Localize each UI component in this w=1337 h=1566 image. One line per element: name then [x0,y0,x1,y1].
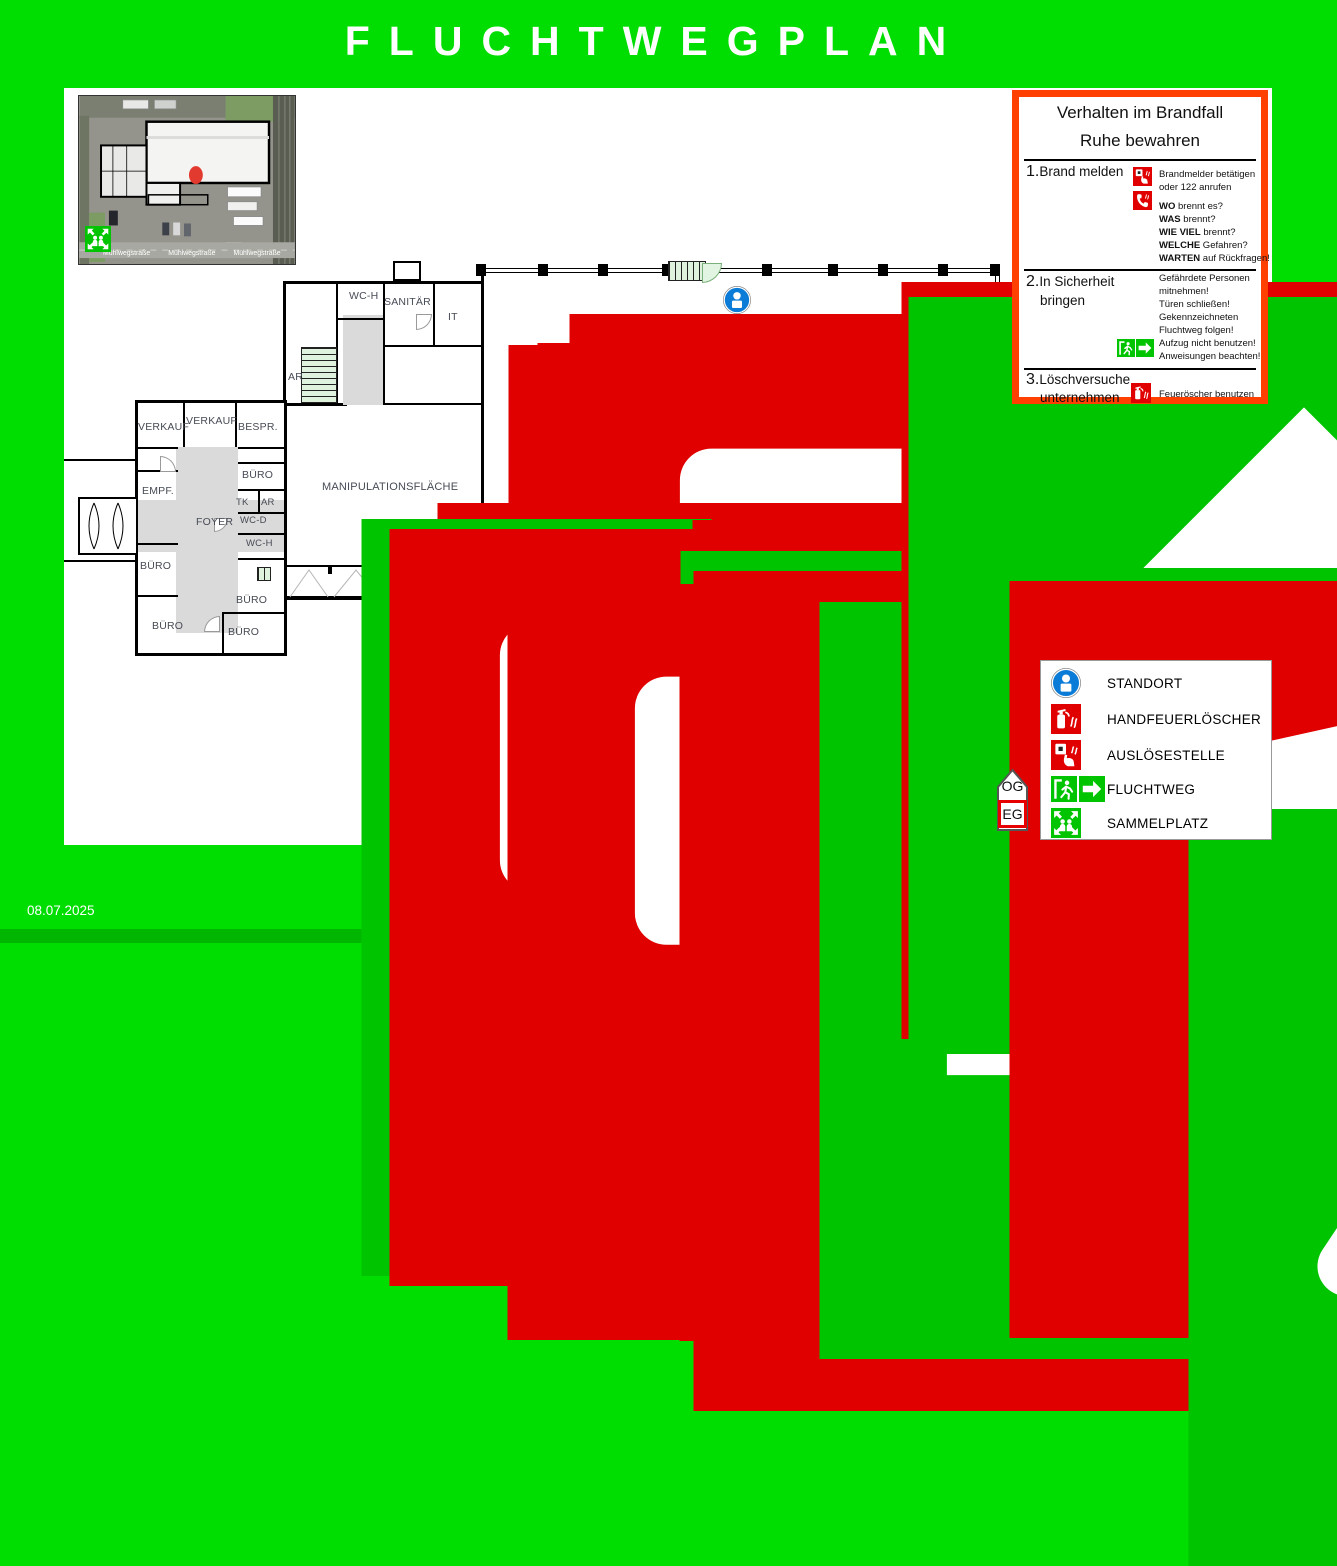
legend-row: HANDFEUERLÖSCHER [1051,703,1261,735]
section-number: 1. [1026,163,1039,180]
legend-row: AUSLÖSESTELLE [1051,739,1225,771]
notice-line: Fluchtweg folgen! [1159,325,1233,336]
notice-line: oder 122 anrufen [1159,182,1231,193]
notice-line: mitnehmen! [1159,286,1209,297]
floor-og-label: OG [996,778,1029,794]
wall-segment [238,447,284,449]
notice-line: WARTEN auf Rückfragen! [1159,253,1270,264]
notice-line: Feueröscher benutzen [1159,389,1254,400]
assembly-point-icon [1051,808,1081,838]
legend-label: STANDORT [1107,676,1182,691]
fire-instructions-panel: Verhalten im Brandfall Ruhe bewahren 1.B… [1012,90,1268,404]
room-label: EMPF. [142,485,174,497]
trigger-icon [1051,740,1081,770]
column-marker [762,264,772,276]
notice-line: WAS brennt? [1159,214,1216,225]
legend-row: FLUCHTWEG [1051,773,1195,805]
room-label: VERKAUF [138,421,189,433]
notice-line: Brandmelder betätigen [1159,169,1255,180]
phone-icon [1133,191,1152,210]
location-icon [1051,668,1081,698]
section-number: 3. [1026,371,1039,388]
wall-segment [238,489,284,491]
legend-label: FLUCHTWEG [1107,782,1195,797]
section-label: bringen [1040,293,1085,308]
wall-segment [480,268,1000,273]
legend-label: AUSLÖSESTELLE [1107,748,1225,763]
divider [1024,269,1256,271]
floor-eg-badge: EG [998,800,1027,828]
column-marker [476,264,486,276]
notice-section-title: 1.Brand melden [1026,163,1123,181]
legend-icon-slot [1051,740,1107,770]
room-label: VERKAUF [186,415,237,427]
section-label: Brand melden [1039,164,1123,179]
location-icon [723,286,751,314]
notice-line: WELCHE Gefahren? [1159,240,1248,251]
notice-heading: Ruhe bewahren [1019,131,1261,151]
room-label: BESPR. [238,421,278,433]
wall-segment [283,281,481,284]
canopy [393,261,421,281]
column-marker [878,264,888,276]
vestibule-doors [80,499,136,553]
room-label: BÜRO [242,469,273,481]
extinguisher-icon [1131,383,1151,403]
room-label: WC-H [349,290,378,302]
section-label: unternehmen [1040,390,1120,405]
aerial-photo: Mühlwegstraße Mühlwegstraße Mühlwegstraß… [78,95,296,265]
legend-icon-slot [1051,808,1107,838]
assembly-point-icon [85,226,111,252]
divider [1024,368,1256,370]
notice-section-title: 3.Löschversuche [1026,371,1130,389]
notice-heading: Verhalten im Brandfall [1019,103,1261,123]
legend-row: SAMMELPLATZ [1051,807,1208,839]
notice-line: Aufzug nicht benutzen! [1159,338,1256,349]
notice-line: Türen schließen! [1159,299,1230,310]
extinguisher-icon [1051,704,1081,734]
notice-line: WO brennt es? [1159,201,1223,212]
section-label: Löschversuche [1039,372,1130,387]
fence-line [64,459,136,461]
notice-line: WIE VIEL brennt? [1159,227,1236,238]
notice-line: Gekennzeichneten [1159,312,1238,323]
aerial-photo-graphic: Mühlwegstraße Mühlwegstraße Mühlwegstraß… [79,96,295,264]
footer-date: 08.07.2025 [27,903,95,918]
legend-label: SAMMELPLATZ [1107,816,1208,831]
legend-icon-slot [1051,776,1107,802]
notice-line: Anweisungen beachten! [1159,351,1260,362]
staircase [668,261,706,281]
legend-panel: STANDORT HANDFEUERLÖSCHER AUSLÖSESTELLE … [1040,660,1272,840]
fence-line [64,560,136,562]
page-title: FLUCHTWEGPLAN [345,18,966,65]
escape-route-icon [1051,776,1077,802]
divider [1024,159,1256,161]
legend-row: STANDORT [1051,667,1182,699]
street-label: Mühlwegstraße [233,250,280,257]
door-swing [702,263,722,283]
arrow-right-icon [1079,776,1105,802]
section-label: In Sicherheit [1039,274,1114,289]
fluchtwegplan-page: { "page": { "title": "FLUCHTWEGPLAN", "f… [0,0,1337,943]
column-marker [828,264,838,276]
notice-section-title: 2.In Sicherheit [1026,273,1114,291]
street-label: Mühlwegstraße [168,250,215,257]
notice-line: Gefährdete Personen [1159,273,1250,284]
column-marker [538,264,548,276]
plan-sheet: Mühlwegstraße Mühlwegstraße Mühlwegstraß… [64,88,1272,845]
section-number: 2. [1026,273,1039,290]
legend-icon-slot [1051,704,1107,734]
floor-eg-label: EG [1002,806,1022,822]
legend-label: HANDFEUERLÖSCHER [1107,712,1261,727]
wall-segment [238,462,284,464]
room-label: SANITÄR [384,296,431,308]
escape-route-icon [980,809,1337,1566]
wall-segment [138,447,178,449]
escape-route-icon [1117,339,1135,357]
legend-icon-slot [1051,668,1107,698]
column-marker [598,264,608,276]
trigger-icon [1133,167,1152,186]
arrow-right-icon [1136,339,1154,357]
